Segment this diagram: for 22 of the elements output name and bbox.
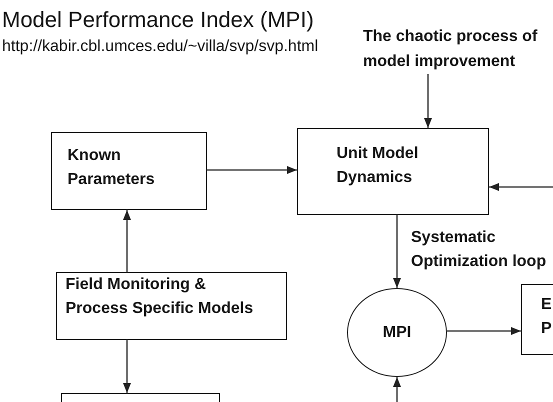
process-box <box>297 128 489 215</box>
box-label: Field Monitoring & Process Specific Models <box>66 275 254 319</box>
box-label: MPI <box>382 322 412 342</box>
title-text: Model Performance Index (MPI) <box>2 7 314 34</box>
arrow <box>489 183 553 191</box>
annotation-text: The chaotic process of model improvement <box>363 24 553 74</box>
process-box <box>51 132 207 210</box>
arrow <box>424 74 432 128</box>
process-box <box>521 284 553 355</box>
arrow <box>123 210 131 272</box>
process-ellipse <box>347 288 447 377</box>
process-box <box>61 393 220 402</box>
process-box <box>56 272 287 340</box>
arrow <box>207 166 297 174</box>
box-label: Unit Model Dynamics <box>336 144 420 188</box>
url-text: http://kabir.cbl.umces.edu/~villa/svp/svp.html <box>2 37 318 56</box>
arrow <box>446 327 521 335</box>
box-label: Known Parameters <box>68 146 156 190</box>
arrow <box>123 340 131 393</box>
arrow <box>393 215 401 288</box>
arrow <box>393 377 401 402</box>
box-label: E P <box>541 294 552 338</box>
